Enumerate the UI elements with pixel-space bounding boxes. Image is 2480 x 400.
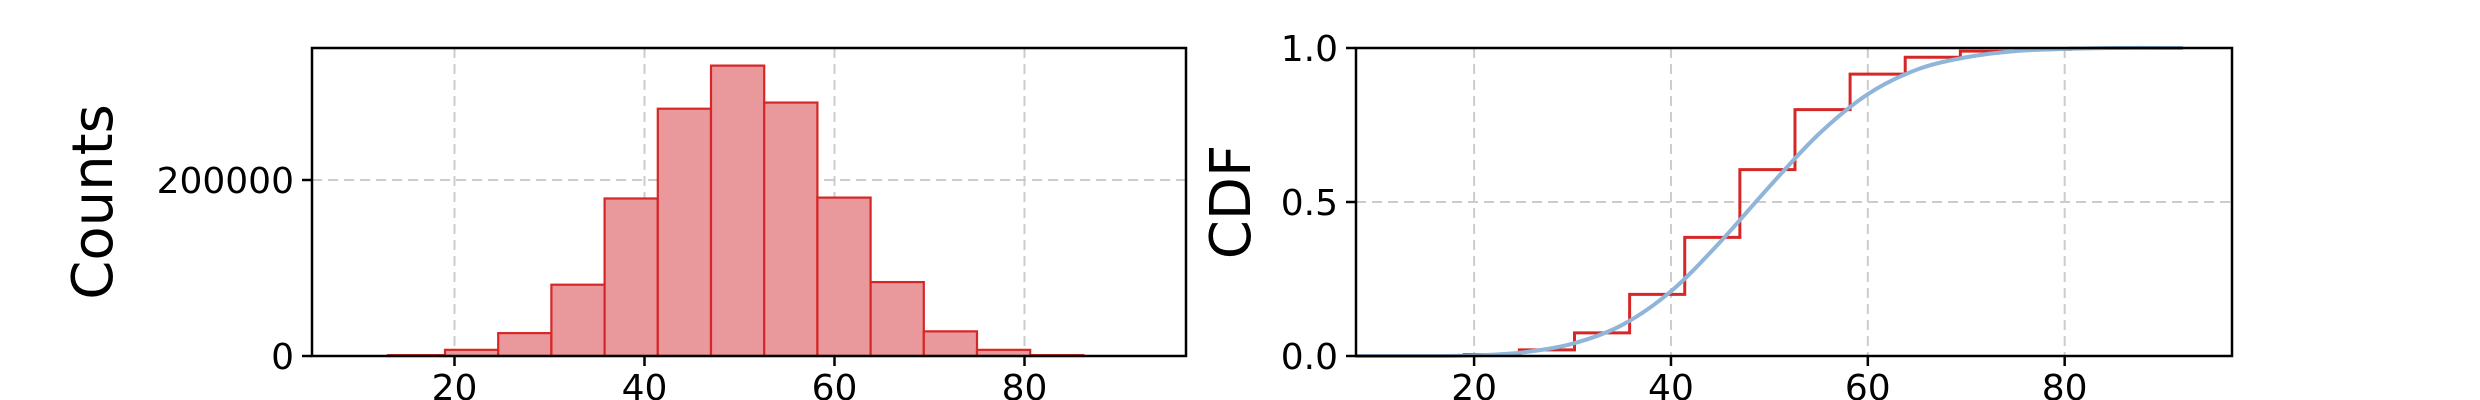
cdf-ticks: 20 40 60 80 0.0 0.5 1.0 (1281, 29, 2088, 400)
histogram-ticks: 20 40 60 80 0 200000 (157, 161, 1048, 400)
cdf-panel: 20 40 60 80 0.0 0.5 1.0 CDF (1199, 29, 2234, 400)
theoretical-cdf-curve (1355, 45, 2183, 359)
empirical-cdf-step-line (1356, 46, 2183, 358)
cdf-y-tick-label: 0.0 (1281, 337, 1338, 378)
cdf-x-tick-label: 80 (2042, 368, 2088, 400)
histogram-bar (869, 280, 925, 358)
cdf-x-tick-label: 40 (1648, 368, 1694, 400)
histogram-y-tick-label: 200000 (157, 161, 294, 202)
cdf-lines (1355, 45, 2183, 359)
histogram-bar (656, 107, 713, 358)
cdf-y-tick-label: 1.0 (1281, 29, 1338, 70)
histogram-bars (386, 64, 1085, 358)
histogram-ylabel: Counts (61, 104, 126, 299)
cdf-ylabel: CDF (1199, 145, 1264, 259)
histogram-x-tick-label: 20 (432, 368, 478, 400)
histogram-bar (709, 64, 766, 358)
histogram-y-tick-label: 0 (271, 337, 294, 378)
histogram-bar (550, 283, 606, 358)
histogram-x-tick-label: 60 (812, 368, 858, 400)
cdf-x-tick-label: 20 (1451, 368, 1497, 400)
histogram-bar (816, 196, 872, 358)
cdf-x-tick-label: 60 (1845, 368, 1891, 400)
histogram-bar (497, 332, 553, 358)
cdf-grid (1356, 48, 2232, 356)
histogram-panel: 20 40 60 80 0 200000 Counts (61, 46, 1188, 400)
histogram-frame (310, 46, 1188, 358)
histogram-bar (763, 101, 819, 358)
histogram-bar (603, 197, 659, 358)
histogram-x-tick-label: 40 (622, 368, 668, 400)
histogram-x-tick-label: 80 (1002, 368, 1048, 400)
cdf-y-tick-label: 0.5 (1281, 183, 1338, 224)
histogram-bar (922, 330, 979, 358)
